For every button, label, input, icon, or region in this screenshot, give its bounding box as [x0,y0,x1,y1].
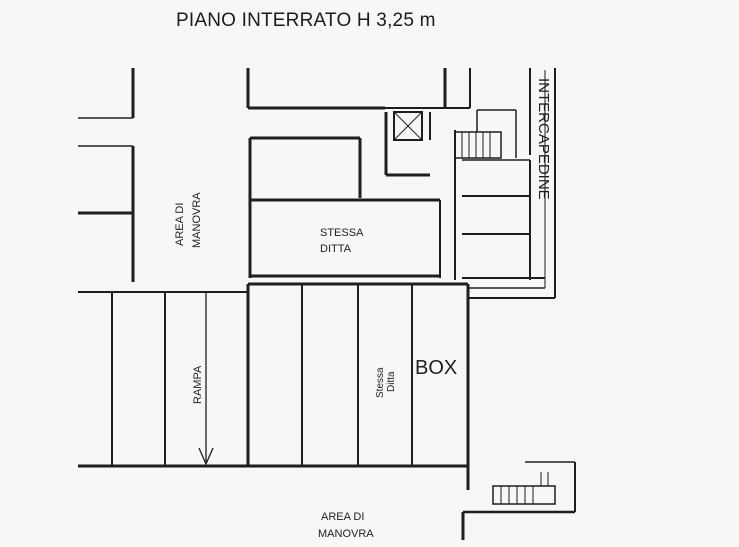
boxes-row [78,282,470,490]
stessa-ditta-room-line2: DITTA [320,243,352,255]
plan-title: PIANO INTERRATO H 3,25 m [176,10,436,31]
stessa-ditta-box-line1: Stessa [375,367,386,398]
intercapedine-label: INTERCAPEDINE [535,78,552,200]
box-label: BOX [415,357,457,379]
area-manovra-top-line2: MANOVRA [191,192,203,248]
lower-stair [461,461,576,540]
rampa-label: RAMPA [192,365,204,404]
area-manovra-bottom-line2: MANOVRA [318,528,374,540]
stessa-ditta-room-line1: STESSA [320,227,364,239]
stessa-ditta-box-line2: Ditta [386,371,397,392]
central-block [246,68,556,299]
area-manovra-top-line1: AREA DI [174,203,186,246]
left-bays [78,68,135,282]
area-manovra-bottom-line1: AREA DI [321,511,364,523]
